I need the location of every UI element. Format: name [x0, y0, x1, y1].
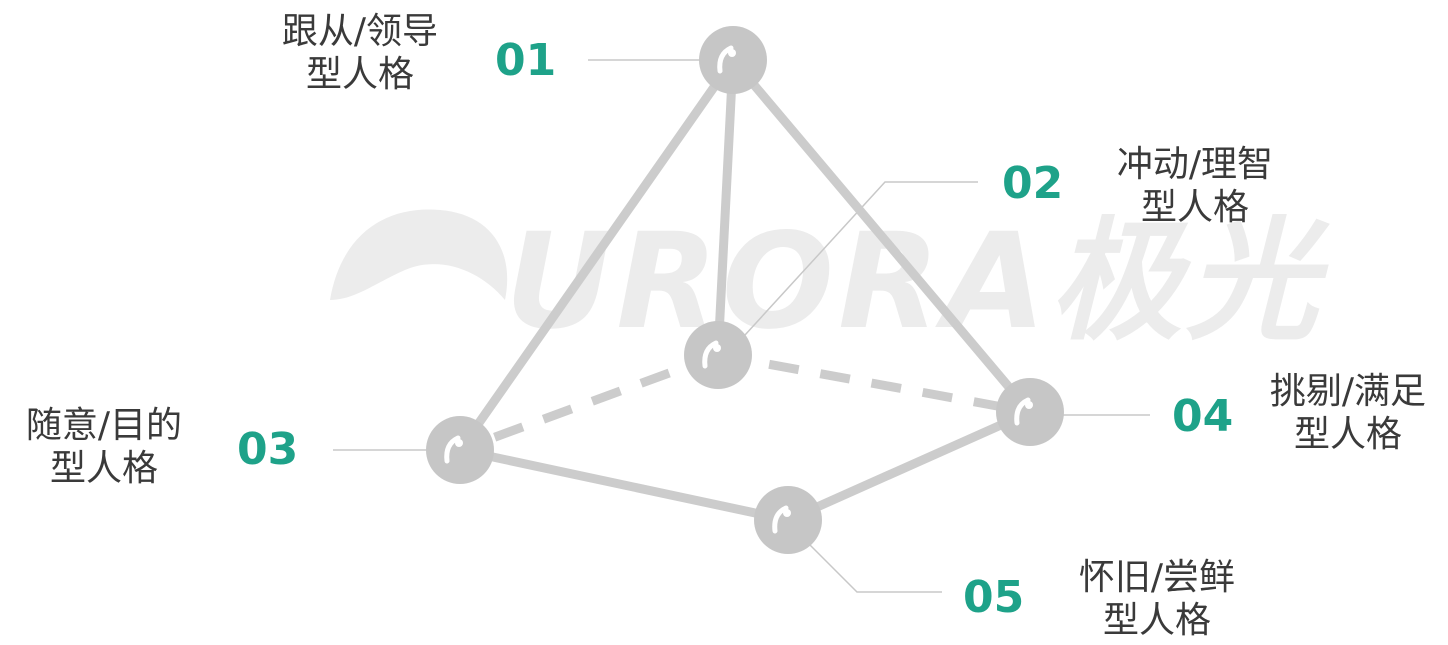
node-highlight-01: [717, 45, 734, 74]
node-label-02-line2: 型人格: [1140, 187, 1249, 228]
node-label-05: 怀旧/尝鲜 型人格: [1059, 556, 1255, 642]
edge-05-04: [783, 407, 1035, 525]
edge-01-03: [455, 55, 738, 455]
node-label-02: 冲动/理智 型人格: [1097, 143, 1293, 229]
node-label-02-line1: 冲动/理智: [1116, 144, 1274, 185]
edge-01-04: [728, 55, 1035, 417]
node-04: [996, 378, 1064, 446]
edge-02-03-dashed: [458, 350, 720, 455]
node-number-03: 03: [237, 424, 299, 475]
node-label-05-line1: 怀旧/尝鲜: [1078, 557, 1236, 598]
node-highlight-05: [772, 505, 789, 534]
dashed-edges: [458, 350, 1031, 455]
edge-01-02: [713, 55, 738, 360]
node-ball-05: [754, 486, 822, 554]
node-ball-03: [426, 416, 494, 484]
node-label-03: 随意/目的 型人格: [6, 404, 202, 490]
node-label-04: 挑剔/满足 型人格: [1250, 370, 1446, 456]
node-highlight-dot-02: [713, 344, 721, 352]
node-label-03-line1: 随意/目的: [25, 405, 183, 446]
solid-edges: [455, 55, 1035, 525]
node-label-01-line2: 型人格: [305, 54, 414, 95]
leader-line-02: [744, 181, 978, 336]
node-label-01-line1: 跟从/领导: [281, 11, 439, 52]
node-05: [754, 486, 822, 554]
node-number-02: 02: [1002, 158, 1064, 209]
node-label-04-line1: 挑剔/满足: [1269, 371, 1427, 412]
node-highlight-02: [702, 340, 719, 369]
watermark-text: URORA极光: [505, 205, 1322, 359]
node-ball-04: [996, 378, 1064, 446]
node-highlight-04: [1014, 397, 1031, 426]
node-highlight-dot-01: [728, 49, 736, 57]
edge-03-05: [455, 445, 793, 525]
node-number-04: 04: [1172, 391, 1234, 442]
watermark-swoosh: [330, 209, 508, 300]
node-highlight-03: [444, 435, 461, 464]
node-ball-02: [684, 321, 752, 389]
node-label-03-line2: 型人格: [49, 448, 158, 489]
node-highlight-dot-03: [455, 439, 463, 447]
leader-lines: [333, 59, 1150, 593]
node-highlight-dot-05: [783, 509, 791, 517]
node-03: [426, 416, 494, 484]
node-02: [684, 321, 752, 389]
node-label-05-line2: 型人格: [1102, 600, 1211, 641]
node-ball-01: [699, 26, 767, 94]
node-01: [699, 26, 767, 94]
node-label-01: 跟从/领导 型人格: [262, 10, 458, 96]
node-highlight-dot-04: [1025, 401, 1033, 409]
node-number-05: 05: [963, 572, 1025, 623]
node-label-04-line2: 型人格: [1293, 414, 1402, 455]
edge-02-04-dashed: [717, 350, 1031, 417]
node-number-01: 01: [495, 35, 557, 86]
leader-line-05: [809, 544, 942, 593]
